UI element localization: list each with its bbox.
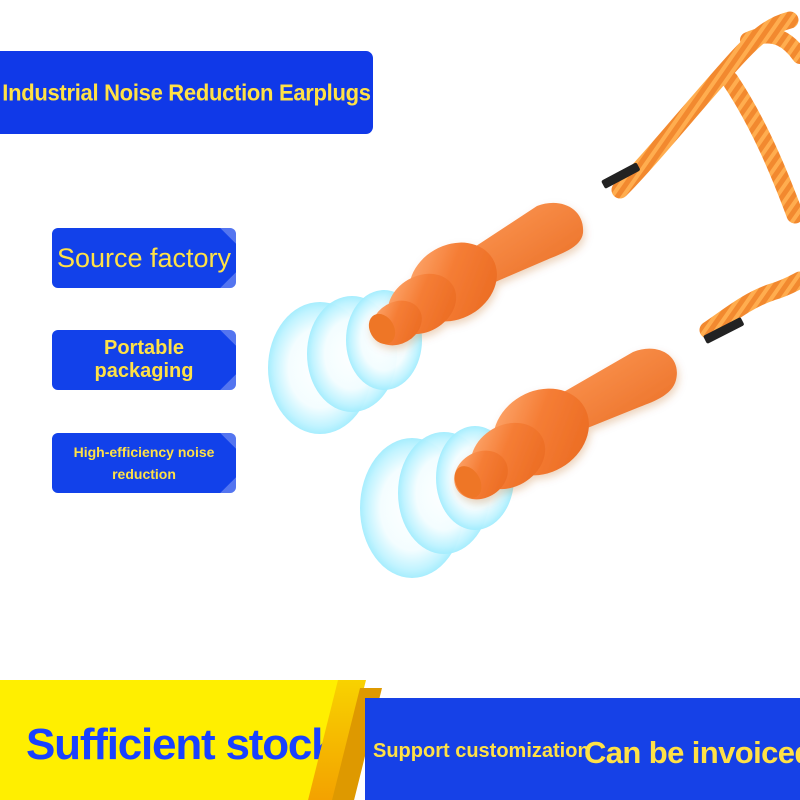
stock-panel: Sufficient stock [0, 680, 354, 800]
invoice-label: Can be invoiced [584, 735, 800, 770]
lower-earplug-icon [454, 348, 677, 500]
feature-badge-source-factory: Source factory [52, 228, 236, 288]
cord-icon [601, 11, 800, 344]
feature-label: Source factory [56, 242, 232, 273]
upper-earplug-icon [368, 202, 584, 346]
feature-label: Portable packaging [94, 337, 194, 382]
feature-badge-noise-reduction: High-efficiency noise reduction [52, 433, 236, 493]
page-title: Industrial Noise Reduction Earplugs [2, 78, 371, 106]
service-panel [365, 698, 800, 800]
headline-banner: Industrial Noise Reduction Earplugs [0, 51, 373, 134]
bottom-promo-bar: Sufficient stock Support customization C… [0, 680, 800, 800]
customization-label: Support customization [373, 740, 590, 762]
feature-label: High-efficiency noise reduction [73, 444, 215, 482]
feature-badge-portable-packaging: Portable packaging [52, 330, 236, 390]
stock-label: Sufficient stock [26, 720, 336, 769]
